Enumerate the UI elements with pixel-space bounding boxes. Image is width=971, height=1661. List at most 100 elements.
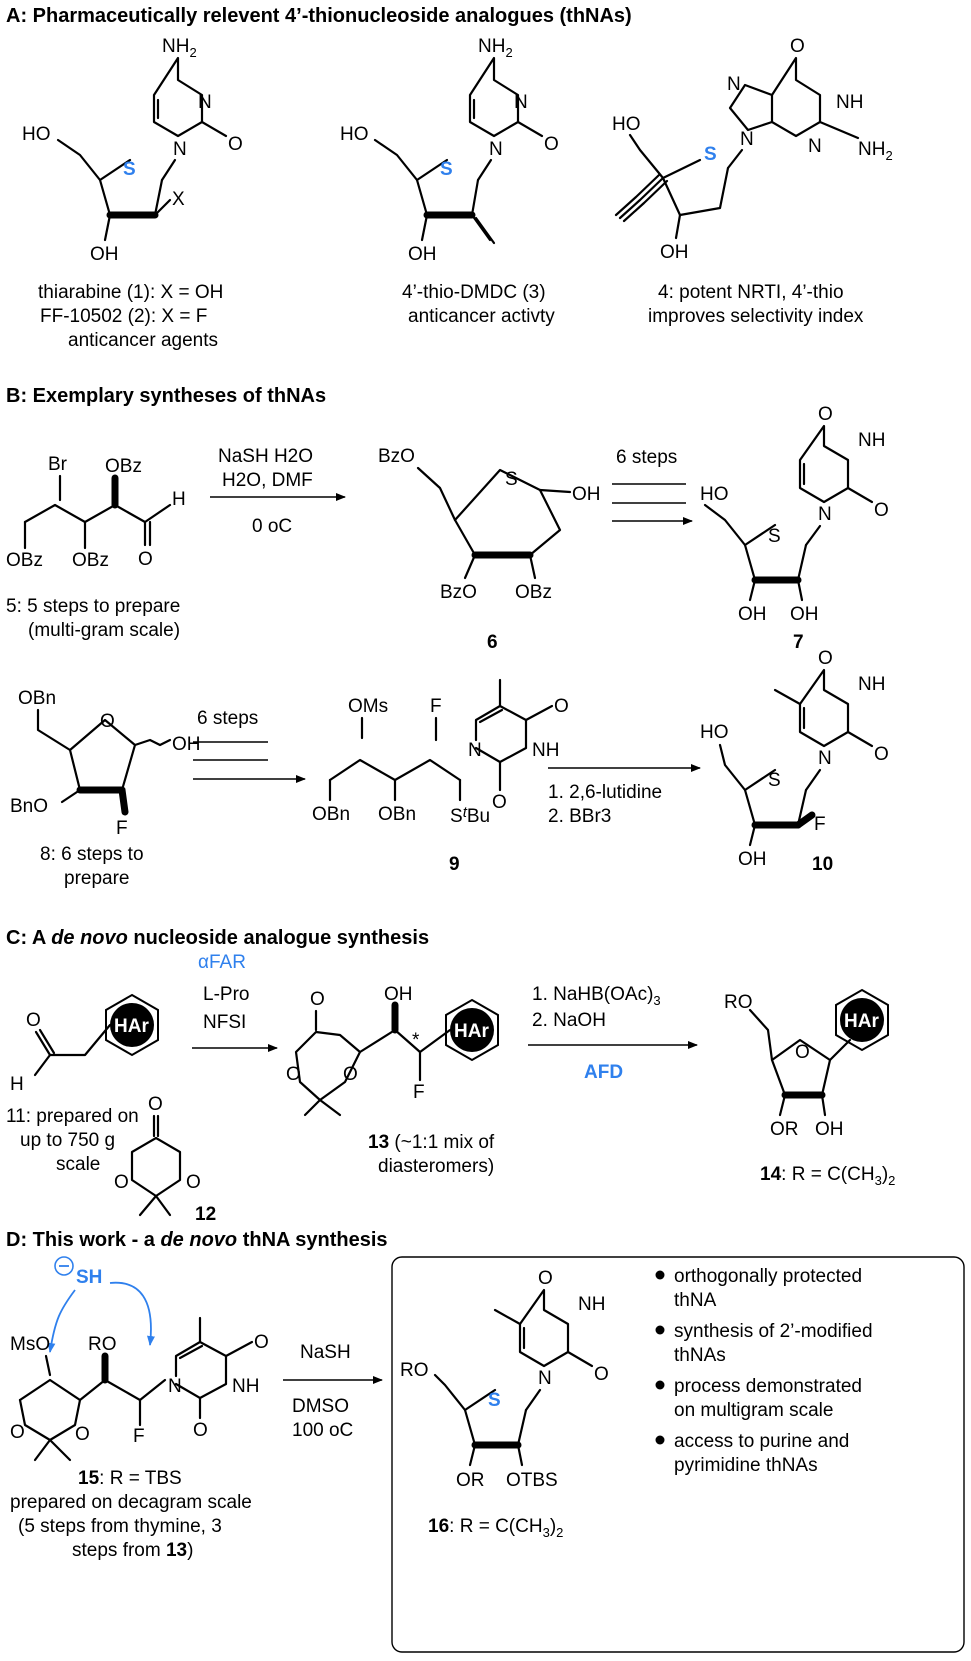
svg-text:OBn: OBn bbox=[18, 688, 56, 709]
label-c1-line3: anticancer agents bbox=[68, 330, 218, 351]
svg-text:HO: HO bbox=[612, 114, 641, 135]
svg-text:O: O bbox=[310, 989, 325, 1010]
svg-text:OH: OH bbox=[408, 244, 437, 265]
svg-text:NH2: NH2 bbox=[162, 36, 197, 60]
label-c5-line1: 5: 5 steps to prepare bbox=[6, 596, 180, 617]
svg-text:RO: RO bbox=[88, 1334, 117, 1355]
svg-text:X: X bbox=[172, 189, 185, 210]
structure-thiarabine: NH2 N O N S HO OH X bbox=[22, 36, 243, 265]
bullet-dot bbox=[655, 1435, 665, 1445]
cond-nash: NaSH H2O bbox=[218, 446, 313, 467]
structure-4-thio-dmdc: NH2 N O N S HO OH bbox=[340, 36, 559, 265]
bullet-1-line1: orthogonally protected bbox=[674, 1266, 862, 1287]
label-c12: 12 bbox=[195, 1204, 216, 1225]
panel-d-title: D: This work - a de novo thNA synthesis bbox=[6, 1229, 388, 1251]
cond-naoh: 2. NaOH bbox=[532, 1010, 606, 1031]
svg-text:NH: NH bbox=[232, 1376, 259, 1397]
svg-text:O: O bbox=[492, 792, 507, 813]
svg-text:OH: OH bbox=[172, 734, 201, 755]
svg-text:N: N bbox=[468, 740, 482, 761]
svg-text:O: O bbox=[228, 134, 243, 155]
svg-text:OBz: OBz bbox=[72, 550, 109, 571]
svg-text:BnO: BnO bbox=[10, 796, 48, 817]
svg-text:NH: NH bbox=[578, 1294, 605, 1315]
svg-text:S: S bbox=[505, 469, 518, 490]
svg-text:StBu: StBu bbox=[450, 804, 490, 827]
svg-text:NH: NH bbox=[858, 430, 885, 451]
svg-text:BzO: BzO bbox=[440, 582, 477, 603]
svg-text:HAr: HAr bbox=[114, 1016, 149, 1037]
svg-text:RO: RO bbox=[724, 992, 753, 1013]
bullet-4-line2: pyrimidine thNAs bbox=[674, 1455, 818, 1476]
svg-text:OTBS: OTBS bbox=[506, 1470, 558, 1491]
structure-8: OBn O OH BnO F bbox=[10, 688, 201, 839]
svg-text:HO: HO bbox=[340, 124, 369, 145]
svg-text:HO: HO bbox=[700, 722, 729, 743]
bullet-2-line2: thNAs bbox=[674, 1345, 726, 1366]
svg-text:*: * bbox=[412, 1030, 420, 1051]
svg-text:N: N bbox=[818, 748, 832, 769]
label-c1-line2: FF-10502 (2): X = F bbox=[40, 306, 207, 327]
structure-5: Br O H OBz OBz OBz bbox=[6, 454, 186, 571]
bullet-dot bbox=[655, 1325, 665, 1335]
svg-text:NH2: NH2 bbox=[478, 36, 513, 60]
svg-text:BzO: BzO bbox=[378, 446, 415, 467]
svg-text:F: F bbox=[116, 818, 128, 839]
structure-13: O O O OH F * HAr bbox=[286, 984, 499, 1117]
svg-text:N: N bbox=[168, 1376, 182, 1397]
svg-text:O: O bbox=[818, 648, 833, 669]
structure-11: O H HAr bbox=[10, 993, 159, 1095]
svg-text:O: O bbox=[795, 1042, 810, 1063]
svg-text:OBz: OBz bbox=[105, 456, 142, 477]
svg-text:O: O bbox=[138, 549, 153, 570]
svg-text:F: F bbox=[814, 814, 826, 835]
cond-l-pro: L-Pro bbox=[203, 984, 249, 1005]
svg-text:O: O bbox=[554, 696, 569, 717]
cond-nfsi: NFSI bbox=[203, 1012, 246, 1033]
label-c1-line1: thiarabine (1): X = OH bbox=[38, 282, 223, 303]
svg-text:O: O bbox=[186, 1172, 201, 1193]
structure-6: BzO S OH BzO OBz bbox=[378, 446, 601, 603]
bullet-1-line2: thNA bbox=[674, 1290, 717, 1311]
cond-steps-1: 6 steps bbox=[616, 447, 677, 468]
label-c15-line1: 15: R = TBS bbox=[78, 1468, 182, 1489]
svg-text:O: O bbox=[874, 744, 889, 765]
svg-text:O: O bbox=[148, 1094, 163, 1115]
cond-steps-2: 6 steps bbox=[197, 708, 258, 729]
bullet-3-line2: on multigram scale bbox=[674, 1400, 833, 1421]
highlight-box bbox=[391, 1256, 965, 1653]
svg-text:N: N bbox=[538, 1368, 552, 1389]
svg-text:N: N bbox=[727, 74, 741, 95]
structure-12: O O O bbox=[114, 1094, 201, 1217]
svg-text:S: S bbox=[704, 144, 717, 165]
svg-text:N: N bbox=[198, 92, 212, 113]
svg-text:OH: OH bbox=[660, 242, 689, 263]
svg-text:O: O bbox=[544, 134, 559, 155]
cond-h2o-dmf: H2O, DMF bbox=[222, 470, 313, 491]
svg-text:OBz: OBz bbox=[6, 550, 43, 571]
structure-16: O NH O N S RO OR OTBS bbox=[400, 1268, 609, 1491]
svg-text:NH2: NH2 bbox=[858, 139, 893, 163]
svg-text:O: O bbox=[790, 36, 805, 57]
svg-text:NH: NH bbox=[532, 740, 559, 761]
svg-text:O: O bbox=[193, 1420, 208, 1441]
svg-text:Br: Br bbox=[48, 454, 68, 475]
svg-text:O: O bbox=[818, 404, 833, 425]
label-c6: 6 bbox=[487, 632, 498, 653]
structure-9: OMs F OBn OBn StBu N O NH O bbox=[312, 678, 569, 827]
bullet-dot bbox=[655, 1380, 665, 1390]
label-c11-line1: 11: prepared on bbox=[6, 1106, 139, 1127]
label-c10: 10 bbox=[812, 854, 833, 875]
label-c8-line1: 8: 6 steps to bbox=[40, 844, 144, 865]
panel-a-title: A: Pharmaceutically relevent 4’-thionucl… bbox=[6, 5, 632, 27]
svg-text:MsO: MsO bbox=[10, 1334, 50, 1355]
cond-afar: αFAR bbox=[198, 952, 246, 973]
svg-text:F: F bbox=[430, 696, 442, 717]
cond-100c: 100 oC bbox=[292, 1420, 353, 1441]
svg-text:OH: OH bbox=[790, 604, 819, 625]
svg-text:OR: OR bbox=[770, 1119, 799, 1140]
svg-text:OBn: OBn bbox=[378, 804, 416, 825]
svg-text:OH: OH bbox=[90, 244, 119, 265]
svg-text:HAr: HAr bbox=[454, 1021, 489, 1042]
